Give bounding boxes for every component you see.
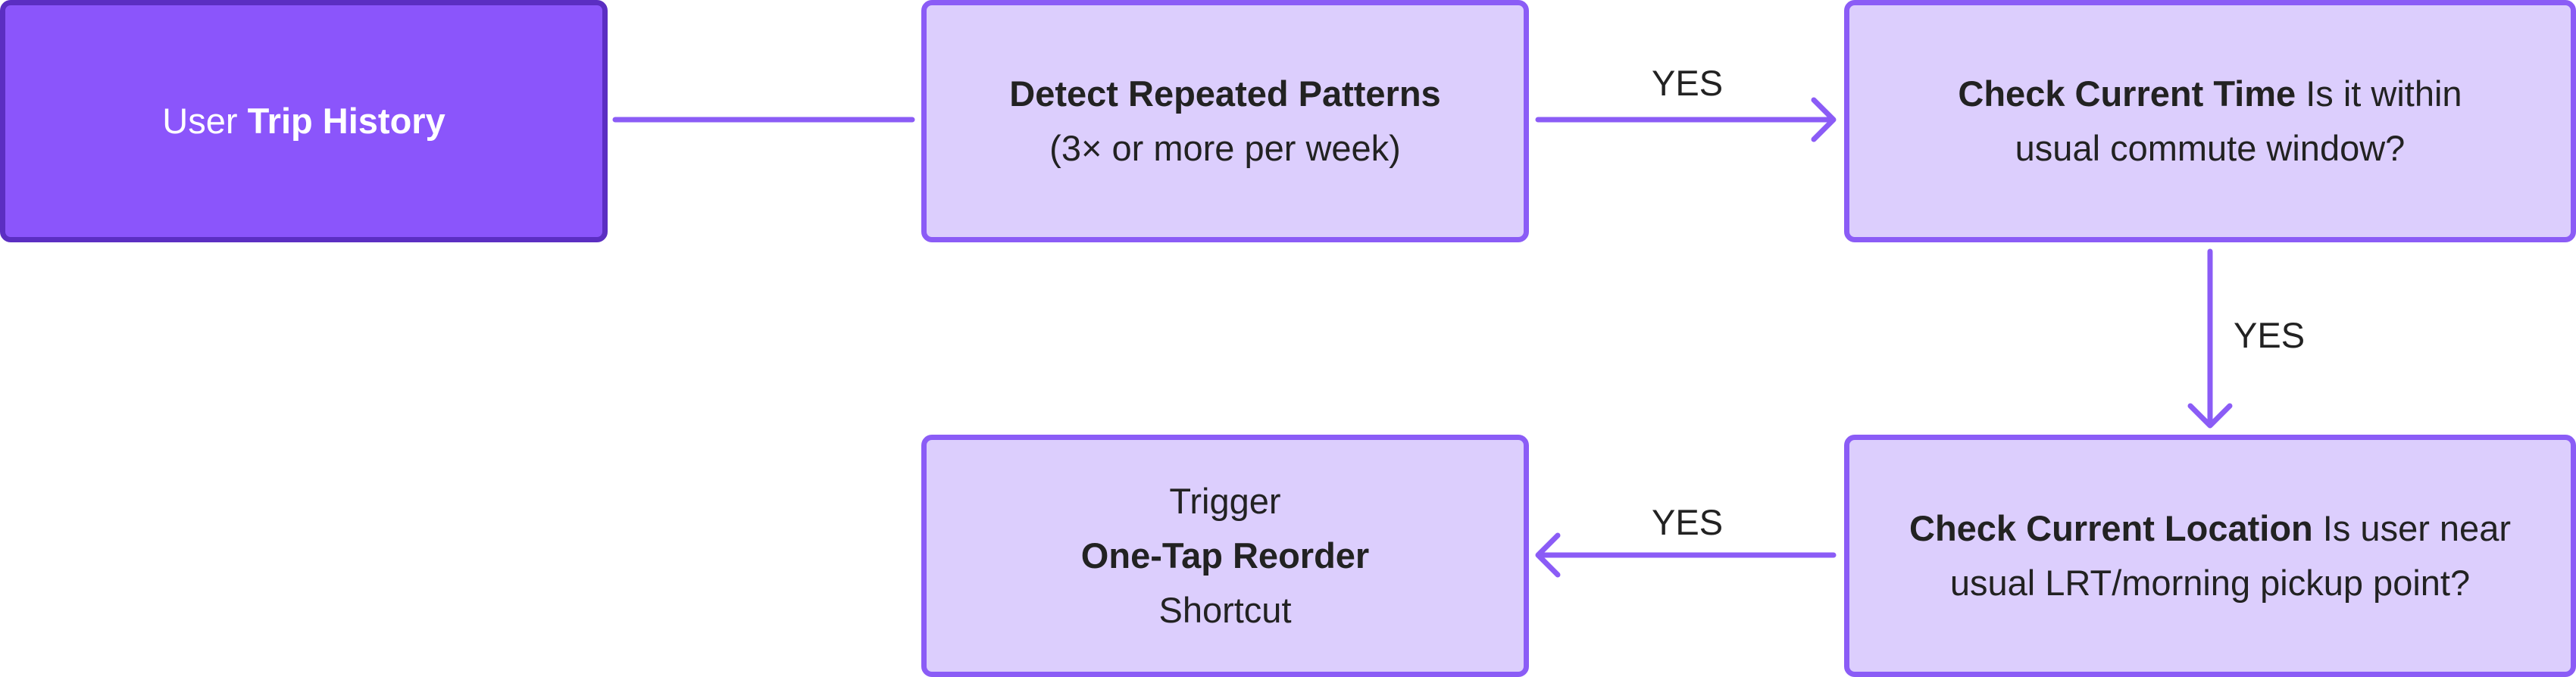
node-subtext: usual LRT/morning pickup point? bbox=[1949, 563, 2471, 603]
node-text-prefix: User bbox=[162, 101, 248, 141]
node-title: Check Current Location Is user near bbox=[1909, 501, 2511, 556]
node-subtext: (3× or more per week) bbox=[1049, 128, 1401, 168]
node-text-bold: Trip History bbox=[247, 101, 445, 141]
node-text-line3: Shortcut bbox=[1158, 590, 1292, 630]
node-text-bold: Check Current Time bbox=[1958, 73, 2296, 114]
node-text-bold: Detect Repeated Patterns bbox=[1009, 73, 1441, 114]
node-check-current-time: Check Current Time Is it within usual co… bbox=[1844, 0, 2576, 242]
node-detect-repeated-patterns: Detect Repeated Patterns (3× or more per… bbox=[921, 0, 1529, 242]
node-title: Detect Repeated Patterns bbox=[1009, 67, 1440, 121]
node-text-bold: One-Tap Reorder bbox=[1080, 535, 1370, 576]
node-text: User Trip History bbox=[162, 94, 445, 148]
node-text-line1: Trigger bbox=[1169, 481, 1281, 521]
node-text-rest: Is it within bbox=[2296, 73, 2462, 114]
edge-label-yes: YES bbox=[1652, 63, 1724, 103]
edge-label-yes: YES bbox=[1652, 502, 1724, 542]
node-check-current-location: Check Current Location Is user near usua… bbox=[1844, 435, 2576, 677]
arrow-location-to-trigger bbox=[1535, 532, 1837, 578]
node-title: Check Current Time Is it within bbox=[1958, 67, 2462, 121]
node-title: One-Tap Reorder bbox=[1081, 529, 1369, 583]
node-trigger-one-tap-reorder: Trigger One-Tap Reorder Shortcut bbox=[921, 435, 1529, 677]
arrow-time-to-location bbox=[2187, 248, 2233, 429]
node-text-rest: Is user near bbox=[2312, 508, 2511, 548]
node-user-trip-history: User Trip History bbox=[0, 0, 608, 242]
node-text-bold: Check Current Location bbox=[1909, 508, 2313, 548]
arrow-detect-to-time bbox=[1535, 97, 1837, 142]
edge-label-yes: YES bbox=[2234, 315, 2306, 355]
node-subtext: usual commute window? bbox=[2015, 128, 2406, 168]
